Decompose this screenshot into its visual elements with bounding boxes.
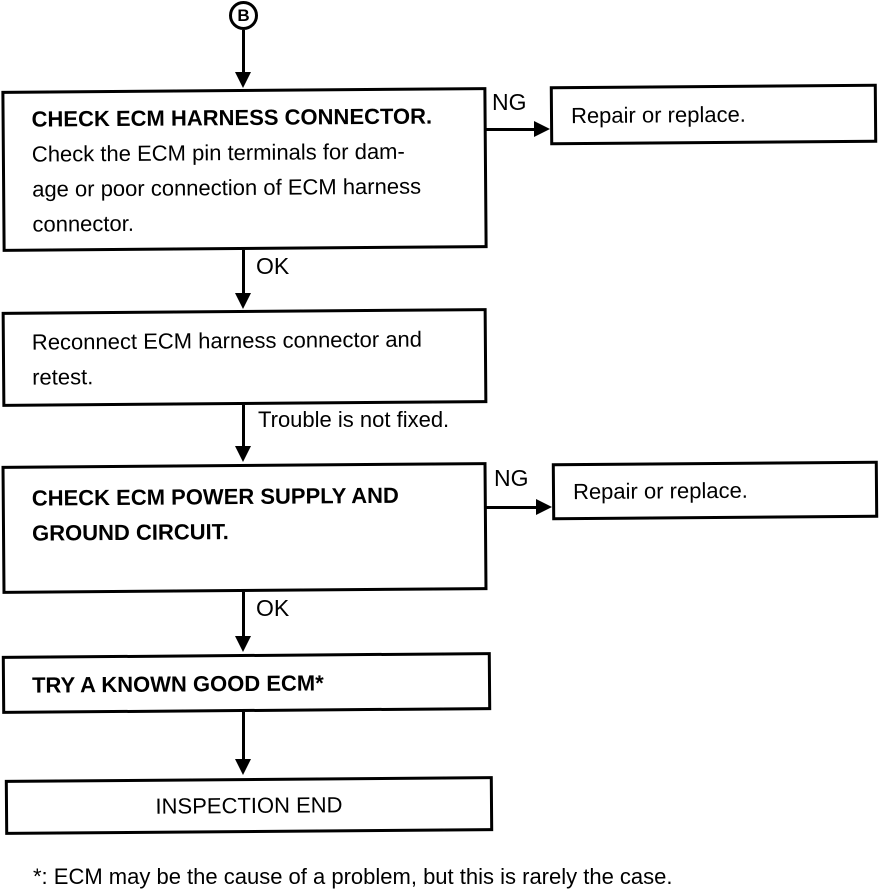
edge-label-ok-2: OK [256,595,290,621]
arrow-ng-1-line [486,128,538,131]
arrow-ng-1-head-icon [534,121,550,137]
box-check-ecm-harness-body: Check the ECM pin terminals for dam- age… [31,138,422,237]
edge-label-trouble-not-fixed: Trouble is not fixed. [258,407,450,432]
box-try-known-good-ecm: TRY A KNOWN GOOD ECM* [1,652,492,714]
arrow-power-to-goodecm-line [242,592,245,637]
arrow-reconnect-to-power-line [242,405,245,447]
arrow-entry-head-icon [235,72,251,88]
arrow-harness-to-reconnect-line [242,250,245,294]
arrow-entry-line [242,30,245,73]
box-check-ecm-harness: CHECK ECM HARNESS CONNECTOR. Check the E… [1,87,488,252]
connector-circle-b: B [229,1,258,30]
box-inspection-end: INSPECTION END [4,776,494,835]
box-repair-or-replace-1: Repair or replace. [549,83,878,146]
arrow-ng-2-head-icon [536,499,552,515]
arrow-harness-to-reconnect-head-icon [235,293,251,309]
edge-label-ng-1: NG [492,89,527,115]
arrow-reconnect-to-power-head-icon [235,446,251,462]
box-reconnect-retest: Reconnect ECM harness connector and rete… [1,308,488,407]
box-check-ecm-power-ground: CHECK ECM POWER SUPPLY AND GROUND CIRCUI… [1,462,488,594]
footnote-ecm-note: *: ECM may be the cause of a problem, bu… [33,864,673,889]
edge-label-ok-1: OK [256,253,290,279]
edge-label-ng-2: NG [494,465,529,491]
arrow-power-to-goodecm-head-icon [235,636,251,652]
arrow-ng-2-line [486,506,538,509]
box-repair-or-replace-2: Repair or replace. [551,460,879,521]
arrow-goodecm-to-end-head-icon [235,759,251,775]
box-check-ecm-harness-title: CHECK ECM HARNESS CONNECTOR. [31,103,433,132]
connector-b-label: B [237,5,250,25]
arrow-goodecm-to-end-line [242,712,245,760]
